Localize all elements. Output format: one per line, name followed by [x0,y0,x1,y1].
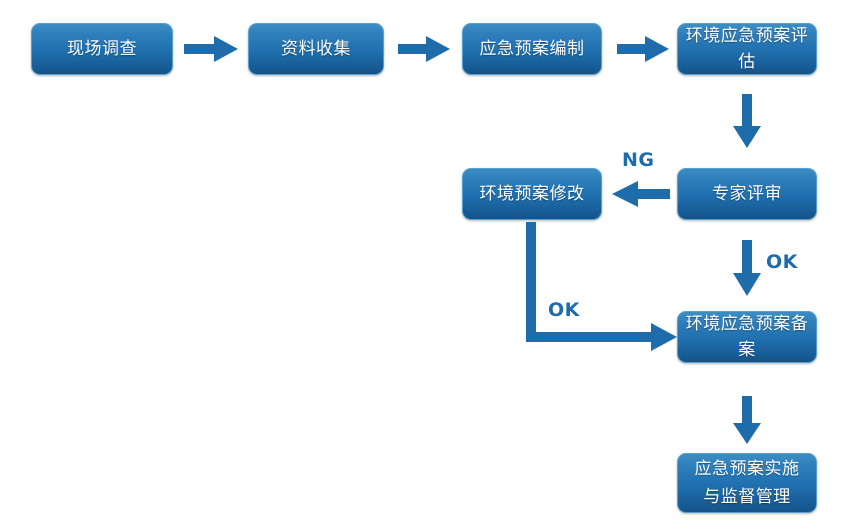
arrow-expert-review-to-filing-ok [733,240,761,296]
edge-label-ng: NG [622,149,655,171]
edge-label-ok-from-revision: OK [548,299,580,321]
node-site-survey[interactable]: 现场调查 [31,23,173,75]
node-data-collection[interactable]: 资料收集 [248,23,384,75]
arrow-assessment-to-expert-review [733,94,761,148]
arrow-filing-to-implementation [733,396,761,444]
node-expert-review[interactable]: 专家评审 [677,168,817,220]
arrow-drafting-to-assessment [617,36,669,62]
edge-label-ok-from-review: OK [766,251,798,273]
node-plan-revision[interactable]: 环境预案修改 [462,168,602,220]
node-plan-filing[interactable]: 环境应急预案备案 [677,311,817,363]
arrow-revision-to-filing-ok [521,222,681,352]
node-plan-assessment[interactable]: 环境应急预案评估 [677,23,817,75]
node-plan-drafting[interactable]: 应急预案编制 [462,23,602,75]
arrow-collection-to-drafting [398,36,450,62]
node-plan-implementation[interactable]: 应急预案实施 与监督管理 [677,453,817,513]
arrow-survey-to-collection [184,36,238,62]
arrow-expert-review-to-revision-ng [612,181,670,207]
